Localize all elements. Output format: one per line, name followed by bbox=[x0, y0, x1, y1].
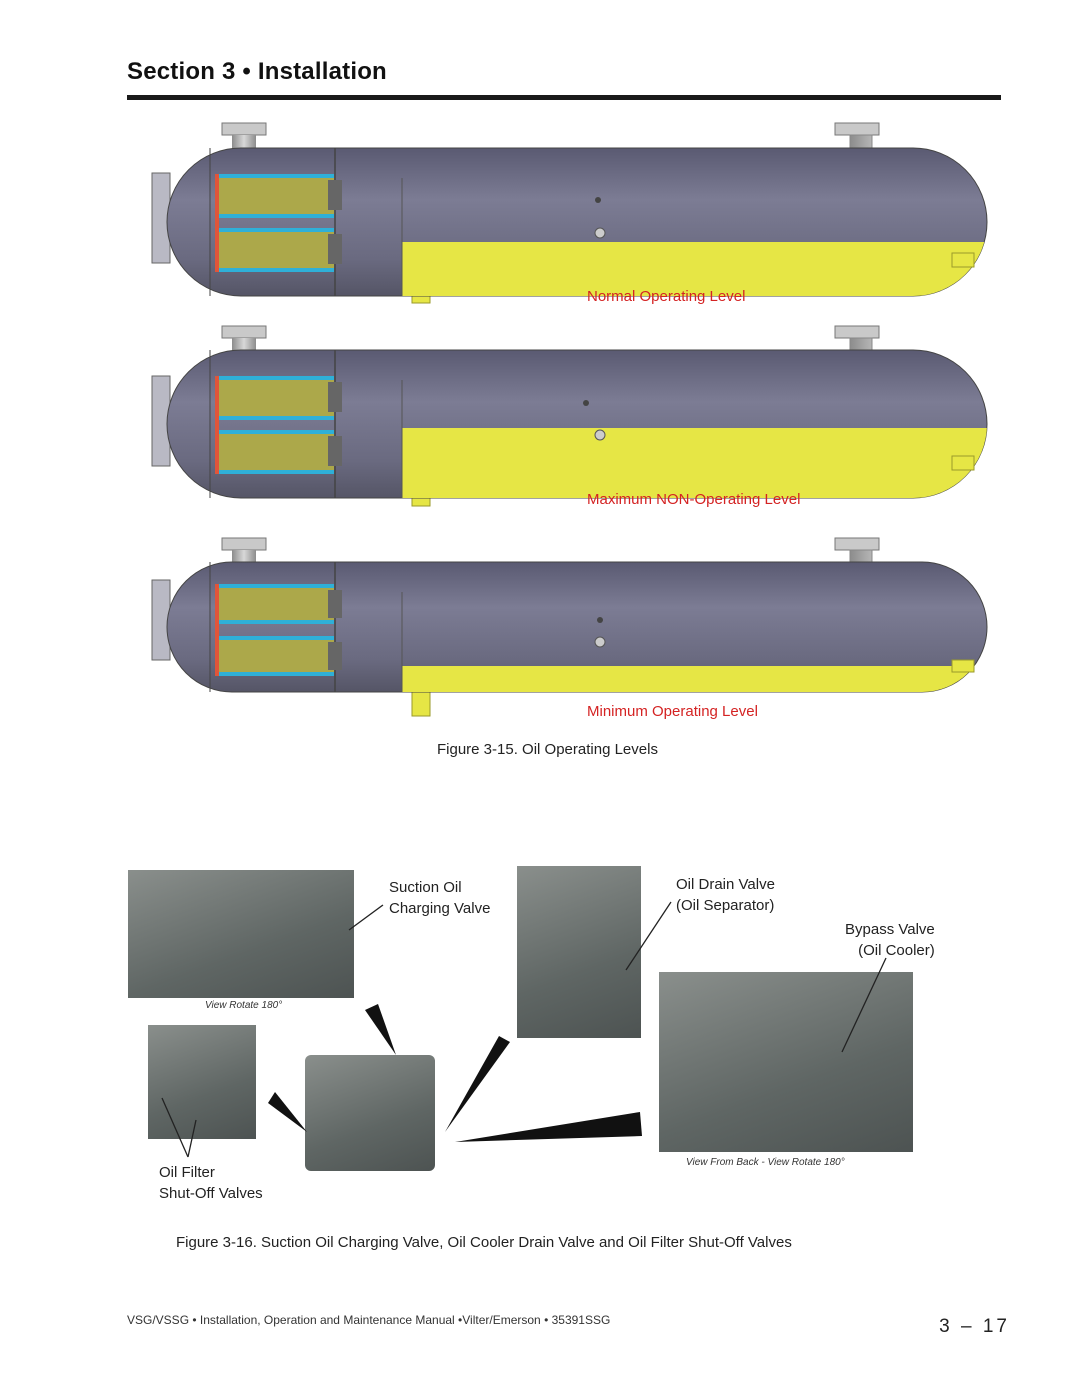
tube-bundle bbox=[215, 174, 342, 272]
oil-filter-callout: Oil Filter Shut-Off Valves bbox=[159, 1162, 263, 1204]
oil-filter-line2: Shut-Off Valves bbox=[159, 1185, 263, 1202]
separator-vessel-minimum bbox=[151, 537, 988, 717]
pointer-wedge-drain bbox=[445, 1036, 510, 1132]
figure-15-caption: Figure 3-15. Oil Operating Levels bbox=[437, 741, 658, 758]
oil-fill bbox=[402, 242, 987, 296]
pointer-wedge-filter bbox=[268, 1092, 307, 1132]
suction-oil-callout: Suction Oil Charging Valve bbox=[389, 877, 490, 919]
oil-drain-line2: (Oil Separator) bbox=[676, 897, 775, 914]
figure-16-caption: Figure 3-16. Suction Oil Charging Valve,… bbox=[176, 1234, 792, 1251]
oil-drain-line1: Oil Drain Valve bbox=[676, 876, 775, 893]
oil-filter-leader-2 bbox=[187, 1119, 197, 1158]
oil-drain-leader bbox=[625, 901, 672, 971]
suction-oil-line2: Charging Valve bbox=[389, 900, 491, 917]
max-non-operating-level-label: Maximum NON-Operating Level bbox=[587, 491, 801, 508]
minimum-level-label: Minimum Operating Level bbox=[587, 703, 758, 720]
oil-filter-photo bbox=[148, 1025, 256, 1139]
view-rotate-label: View Rotate 180° bbox=[205, 1000, 283, 1011]
oil-filter-leader-1 bbox=[161, 1097, 189, 1158]
normal-level-label: Normal Operating Level bbox=[587, 288, 746, 305]
oil-filter-line1: Oil Filter bbox=[159, 1164, 215, 1181]
pointer-wedge-suction bbox=[365, 1004, 396, 1055]
suction-oil-leader bbox=[348, 904, 384, 931]
footer-text: VSG/VSSG • Installation, Operation and M… bbox=[127, 1313, 611, 1327]
oil-fill bbox=[402, 666, 987, 692]
separator-vessel-normal bbox=[151, 122, 988, 304]
bypass-line2: (Oil Cooler) bbox=[858, 942, 935, 959]
pointer-wedge-cooler bbox=[455, 1112, 642, 1142]
oil-fill bbox=[402, 428, 987, 498]
section-title: Section 3 • Installation bbox=[127, 58, 387, 85]
oil-drain-callout: Oil Drain Valve (Oil Separator) bbox=[676, 874, 775, 916]
suction-oil-valve-photo bbox=[128, 870, 354, 998]
bypass-valve-callout: Bypass Valve (Oil Cooler) bbox=[845, 919, 935, 961]
oil-cooler-photo bbox=[659, 972, 913, 1152]
separator-vessel-max-non-operating bbox=[151, 325, 988, 507]
view-from-back-label: View From Back - View Rotate 180° bbox=[686, 1157, 845, 1168]
oil-drain-valve-photo bbox=[517, 866, 641, 1038]
tube-bundle bbox=[215, 584, 342, 676]
bypass-leader bbox=[841, 957, 887, 1053]
tube-bundle bbox=[215, 376, 342, 474]
suction-oil-line1: Suction Oil bbox=[389, 879, 462, 896]
compressor-unit-photo bbox=[305, 1055, 435, 1171]
bypass-line1: Bypass Valve bbox=[845, 921, 935, 938]
oil-level-diagram bbox=[151, 122, 988, 717]
page-number: 3 – 17 bbox=[939, 1316, 1010, 1337]
section-divider bbox=[127, 95, 1001, 100]
